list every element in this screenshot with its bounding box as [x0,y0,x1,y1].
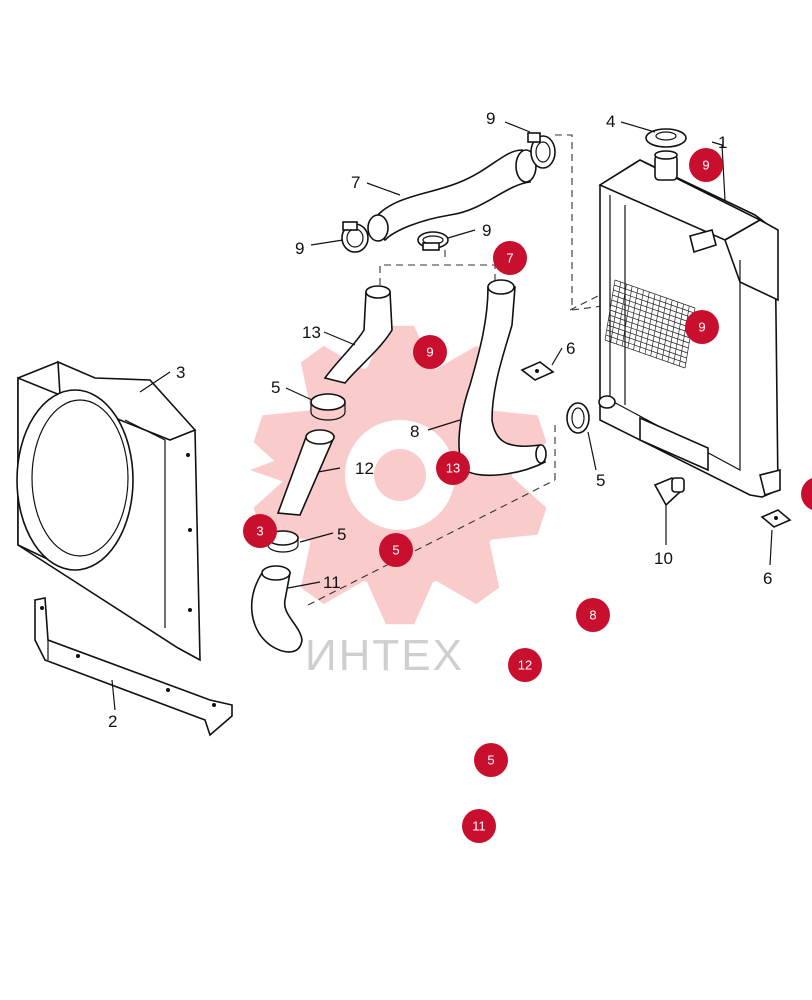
drain-tap [653,476,685,507]
callout-labels: 1 2 3 4 5 5 5 6 6 7 8 9 9 9 9 10 11 12 1… [108,109,772,731]
badge: 7 [493,241,527,275]
hose-clamp [417,231,449,251]
badge: 9 [689,148,723,182]
hose-clamp [527,132,556,169]
callout-4: 4 [606,112,615,131]
callout-3: 3 [176,363,185,382]
badge: 9 [413,335,447,369]
upper-hose [367,149,537,242]
callout-9: 9 [482,221,491,240]
callout-9: 9 [295,239,304,258]
long-hose [458,279,547,477]
callout-5: 5 [337,525,346,544]
callout-5: 5 [596,471,605,490]
callout-8: 8 [410,422,419,441]
svg-text:8: 8 [589,608,596,623]
badge: 5 [474,743,508,777]
svg-text:11: 11 [472,819,486,834]
callout-1: 1 [718,133,727,152]
bracket [34,597,233,737]
leader-lines [111,121,773,711]
callout-12: 12 [355,459,374,478]
svg-text:5: 5 [392,543,399,558]
svg-text:12: 12 [518,658,532,673]
badge: 5 [379,533,413,567]
svg-text:7: 7 [506,251,513,266]
mounting-plate [520,361,555,381]
straight-hose [276,429,336,516]
upper-left-hose [323,285,393,384]
hose-clamp [341,221,369,253]
hose-ring [566,402,590,434]
badge: 3 [243,514,277,548]
svg-text:3: 3 [256,524,263,539]
callout-7: 7 [351,173,360,192]
radiator-cap [645,128,687,148]
callout-11: 11 [323,573,341,592]
red-badges: 9 9 9 7 3 5 13 8 12 5 11 [243,148,812,843]
callout-6: 6 [566,339,575,358]
badge-edge-partial [801,478,812,510]
badge: 9 [685,310,719,344]
fan-shroud [16,360,201,662]
hose-ring [310,393,346,421]
svg-text:9: 9 [702,158,709,173]
elbow-hose [250,565,303,653]
badge: 8 [576,598,610,632]
callout-9: 9 [486,109,495,128]
svg-text:9: 9 [698,320,705,335]
badge: 11 [462,809,496,843]
radiator-core-mesh [604,279,696,369]
badge: 13 [436,451,470,485]
callout-6: 6 [763,569,772,588]
watermark-text: ИНТЕХ [305,631,464,680]
svg-text:9: 9 [426,345,433,360]
watermark-gear-body [288,363,512,587]
callout-5: 5 [271,378,280,397]
badge: 12 [508,648,542,682]
callout-13: 13 [302,323,321,342]
callout-10: 10 [654,549,673,568]
svg-text:13: 13 [446,461,460,476]
svg-text:5: 5 [487,753,494,768]
mounting-plate [760,509,792,528]
callout-2: 2 [108,712,117,731]
